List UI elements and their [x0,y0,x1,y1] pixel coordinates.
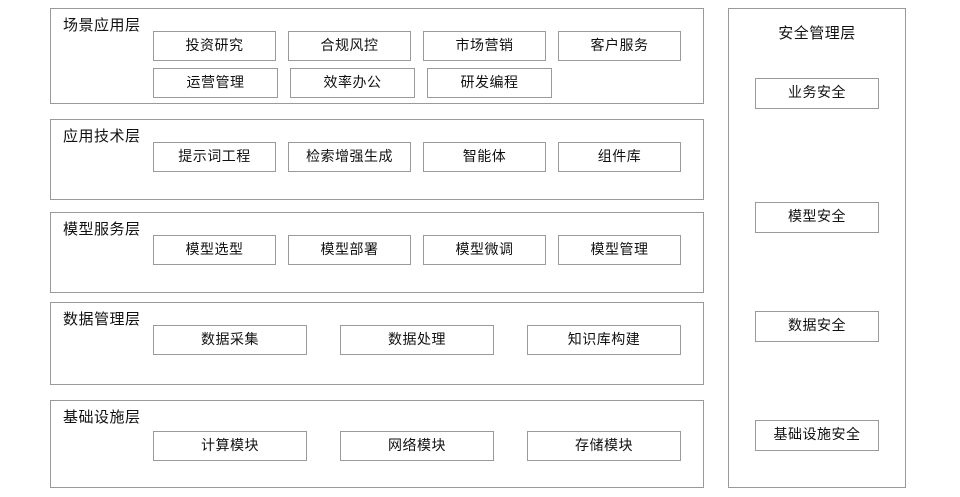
layer-title: 应用技术层 [63,127,141,145]
layer-title: 模型服务层 [63,220,141,238]
security-item-data[interactable]: 数据安全 [755,311,879,342]
layer-row: 提示词工程 检索增强生成 智能体 组件库 [153,142,681,172]
layer-item-rows: 投资研究 合规风控 市场营销 客户服务 运营管理 效率办公 研发编程 [153,31,681,98]
layer-row: 数据采集 数据处理 知识库构建 [153,325,681,355]
layer-item[interactable]: 效率办公 [290,68,415,98]
layer-item[interactable]: 投资研究 [153,31,276,61]
layer-row: 模型选型 模型部署 模型微调 模型管理 [153,235,681,265]
security-item-infrastructure[interactable]: 基础设施安全 [755,420,879,451]
layer-item[interactable]: 数据采集 [153,325,307,355]
layer-item[interactable]: 检索增强生成 [288,142,411,172]
layer-item[interactable]: 提示词工程 [153,142,276,172]
layer-title: 基础设施层 [63,408,141,426]
layer-item[interactable]: 研发编程 [427,68,552,98]
layer-row: 投资研究 合规风控 市场营销 客户服务 [153,31,681,61]
layer-row: 运营管理 效率办公 研发编程 [153,68,681,98]
layer-item[interactable]: 模型微调 [423,235,546,265]
security-item-model[interactable]: 模型安全 [755,202,879,233]
layer-model-service[interactable]: 模型服务层 模型选型 模型部署 模型微调 模型管理 [50,212,704,293]
layer-item[interactable]: 计算模块 [153,431,307,461]
layer-item-rows: 提示词工程 检索增强生成 智能体 组件库 [153,142,681,172]
layer-title: 数据管理层 [63,310,141,328]
layer-item[interactable]: 存储模块 [527,431,681,461]
layer-item[interactable]: 知识库构建 [527,325,681,355]
layer-item[interactable]: 网络模块 [340,431,494,461]
layer-stack: 场景应用层 投资研究 合规风控 市场营销 客户服务 运营管理 效率办公 研发编程… [50,8,706,488]
layer-item[interactable]: 模型管理 [558,235,681,265]
layer-infrastructure[interactable]: 基础设施层 计算模块 网络模块 存储模块 [50,400,704,488]
layer-item[interactable]: 模型选型 [153,235,276,265]
security-management-panel[interactable]: 安全管理层 业务安全 模型安全 数据安全 基础设施安全 [728,8,906,488]
layer-item-rows: 数据采集 数据处理 知识库构建 [153,325,681,355]
layer-title: 场景应用层 [63,16,141,34]
security-item-business[interactable]: 业务安全 [755,78,879,109]
layer-item[interactable]: 运营管理 [153,68,278,98]
layer-scene-application[interactable]: 场景应用层 投资研究 合规风控 市场营销 客户服务 运营管理 效率办公 研发编程 [50,8,704,104]
layer-item[interactable]: 组件库 [558,142,681,172]
layer-item[interactable]: 数据处理 [340,325,494,355]
layer-item[interactable]: 智能体 [423,142,546,172]
layer-item-rows: 计算模块 网络模块 存储模块 [153,431,681,461]
layer-row: 计算模块 网络模块 存储模块 [153,431,681,461]
layer-application-technology[interactable]: 应用技术层 提示词工程 检索增强生成 智能体 组件库 [50,119,704,200]
layer-item[interactable]: 模型部署 [288,235,411,265]
layer-item-rows: 模型选型 模型部署 模型微调 模型管理 [153,235,681,265]
layer-item[interactable]: 市场营销 [423,31,546,61]
layer-item[interactable]: 合规风控 [288,31,411,61]
layer-item[interactable]: 客户服务 [558,31,681,61]
security-panel-title: 安全管理层 [778,24,856,42]
layer-data-management[interactable]: 数据管理层 数据采集 数据处理 知识库构建 [50,302,704,385]
